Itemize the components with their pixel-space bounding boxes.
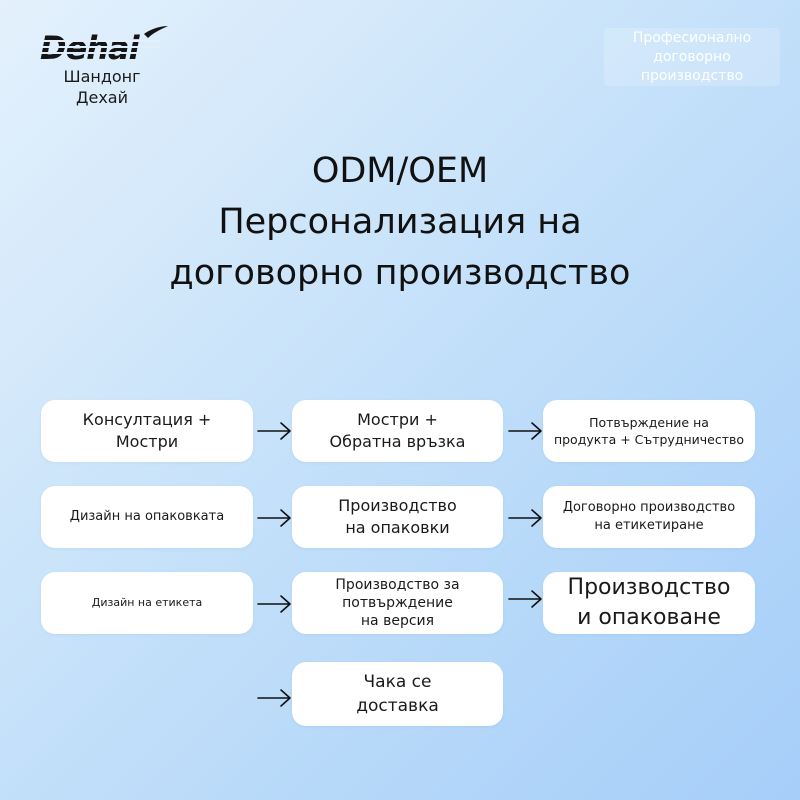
arrow-right-icon <box>508 422 542 440</box>
step-label: потвърждение <box>342 595 453 611</box>
company-name: Шандонг Дехай <box>40 66 164 108</box>
step-awaiting-delivery: Чака се доставка <box>292 662 503 726</box>
arrow-right-icon <box>257 509 291 527</box>
step-packaging-design: Дизайн на опаковката <box>41 486 253 548</box>
title-line: ODM/OEM <box>311 151 489 191</box>
step-samples-feedback: Мостри + Обратна връзка <box>292 400 503 462</box>
step-label: Производство <box>338 496 457 515</box>
step-label: на опаковки <box>345 518 450 537</box>
step-label: Дизайн на опаковката <box>69 509 225 524</box>
step-label-contract-production: Договорно производство на етикетиране <box>543 486 755 548</box>
title-line: договорно производство <box>169 253 631 293</box>
step-label: Договорно производство <box>562 500 736 515</box>
badge-line: производство <box>640 67 744 84</box>
badge-line: договорно <box>653 48 731 65</box>
step-consultation-samples: Консултация + Мостри <box>41 400 253 462</box>
step-label: Потвърждение на <box>589 415 709 430</box>
step-packaging-production: Производство на опаковки <box>292 486 503 548</box>
step-label: и опаковане <box>577 605 721 630</box>
step-label-design: Дизайн на етикета <box>41 572 253 634</box>
step-label: продукта + Сътрудничество <box>553 432 745 447</box>
dehai-logo-mark: Dehai <box>40 26 168 66</box>
step-production-packing: Производство и опаковане <box>543 572 755 634</box>
step-label: на етикетиране <box>594 518 704 533</box>
badge-line: Професионално <box>632 29 752 46</box>
arrow-right-icon <box>257 595 291 613</box>
step-label: Мостри + <box>357 410 438 429</box>
dehai-logo: Dehai <box>40 26 170 66</box>
step-label: Консултация + <box>82 410 212 429</box>
company-name-line: Шандонг <box>63 67 141 86</box>
step-label: Дизайн на етикета <box>91 596 203 609</box>
step-label: Чака се <box>363 672 432 692</box>
step-label: Производство за <box>335 577 460 593</box>
company-name-line: Дехай <box>75 88 128 107</box>
title-line: Персонализация на <box>218 202 582 242</box>
step-label: на версия <box>360 613 435 629</box>
step-label: доставка <box>356 696 439 716</box>
step-label: Мостри <box>115 432 179 451</box>
step-label: Обратна връзка <box>329 432 466 451</box>
service-badge: Професионално договорно производство <box>604 28 780 86</box>
arrow-right-icon <box>257 689 291 707</box>
step-version-confirmation-production: Производство за потвърждение на версия <box>292 572 503 634</box>
page-title: ODM/OEM Персонализация на договорно прои… <box>100 146 700 299</box>
arrow-right-icon <box>257 422 291 440</box>
arrow-right-icon <box>508 509 542 527</box>
step-label: Производство <box>567 575 731 600</box>
arrow-right-icon <box>508 590 542 608</box>
step-product-confirmation: Потвърждение на продукта + Сътрудничеств… <box>543 400 755 462</box>
